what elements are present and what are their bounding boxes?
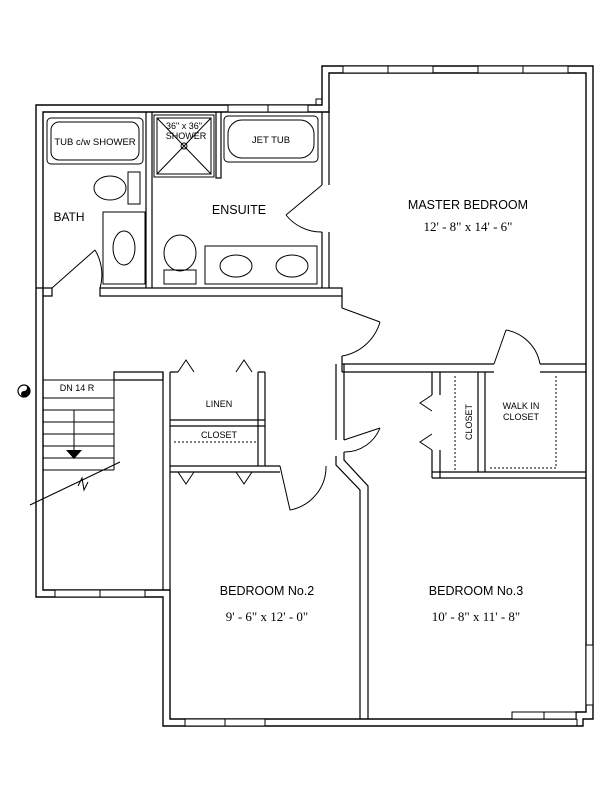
exterior-walls	[35, 65, 594, 727]
stairs-label: DN 14 R	[60, 383, 95, 393]
bedroom3-dims: 10' - 8" x 11' - 8"	[432, 609, 520, 624]
bedroom2-dims: 9' - 6" x 12' - 0"	[226, 609, 308, 624]
jet-tub-label: JET TUB	[252, 135, 290, 146]
master-bedroom-dims: 12' - 8" x 14' - 6"	[424, 219, 513, 234]
shower-label: SHOWER	[166, 131, 207, 141]
fixtures	[46, 115, 319, 285]
tub-shower-label: TUB c/w SHOWER	[54, 137, 135, 148]
doors	[51, 184, 541, 511]
ensuite-label: ENSUITE	[212, 203, 266, 217]
master-bedroom-label: MASTER BEDROOM	[408, 198, 528, 212]
bedroom3-closet-label: CLOSET	[464, 403, 474, 440]
closet-shelves	[174, 376, 557, 470]
bath-label: BATH	[53, 210, 84, 224]
windows	[54, 65, 594, 727]
interior-walls	[36, 112, 586, 719]
bedroom3-label: BEDROOM No.3	[429, 584, 524, 598]
north-arrow-icon	[17, 384, 31, 398]
stairs	[29, 379, 121, 506]
walk-in-label: WALK IN	[503, 401, 540, 411]
room-labels: TUB c/w SHOWER BATH 36" x 36" SHOWER JET…	[53, 121, 539, 624]
walk-in-closet-label: CLOSET	[503, 412, 540, 422]
linen-label: LINEN	[206, 399, 233, 409]
shower-size-label: 36" x 36"	[166, 121, 202, 131]
bedroom2-label: BEDROOM No.2	[220, 584, 315, 598]
hall-closet-label: CLOSET	[201, 430, 238, 440]
